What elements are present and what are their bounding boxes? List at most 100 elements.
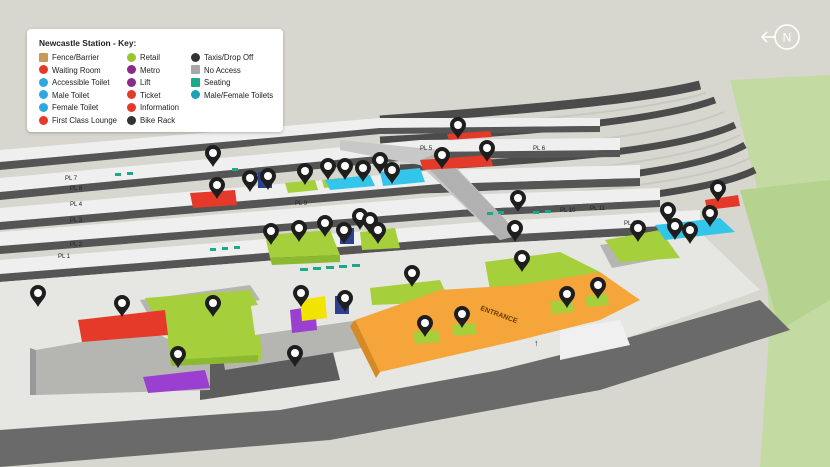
key-item: Metro (127, 65, 160, 76)
grass-embankment-2 (740, 180, 830, 330)
fence-icon (39, 52, 48, 62)
platform-label: PL 1 (58, 254, 71, 260)
key-item: Lift (127, 77, 150, 88)
lift-icon[interactable] (260, 168, 276, 190)
key-item: Retail (127, 52, 160, 63)
information-icon[interactable] (114, 295, 130, 317)
key-item-label: Information (140, 103, 180, 113)
information-icon[interactable] (507, 220, 523, 242)
retail-icon[interactable] (370, 222, 386, 244)
first-class-lounge-icon (39, 115, 48, 125)
lift-icon (127, 77, 136, 87)
key-item: Seating (191, 77, 231, 88)
retail-icon[interactable] (263, 223, 279, 245)
female-toilet-icon[interactable] (337, 158, 353, 180)
platform-label: PL 10 (560, 208, 576, 214)
retail-icon[interactable] (660, 202, 676, 224)
key-item: Female Toilet (39, 102, 99, 113)
platform-label: PL 9 (295, 201, 308, 207)
key-item-label: Seating (204, 78, 231, 88)
accessible-toilet-icon[interactable] (702, 205, 718, 227)
accessible-toilet-icon[interactable] (355, 160, 371, 182)
female-toilet-icon[interactable] (682, 222, 698, 244)
accessible-toilet-icon[interactable] (384, 162, 400, 184)
platform-label: PL 5 (420, 146, 433, 152)
no-access-icon (191, 65, 200, 75)
platform-label: PL 3 (70, 218, 83, 224)
key-item: No Access (191, 65, 241, 76)
retail-icon[interactable] (205, 295, 221, 317)
key-item: Male/Female Toilets (191, 90, 273, 101)
compass-label: N (783, 31, 792, 45)
taxi-icon (191, 52, 200, 62)
retail-icon[interactable] (317, 215, 333, 237)
male-toilet-icon (39, 90, 48, 100)
seating (115, 168, 551, 271)
retail-icon[interactable] (454, 306, 470, 328)
key-item: Accessible Toilet (39, 77, 110, 88)
key-item-label: Ticket (140, 90, 161, 100)
retail-icon[interactable] (242, 170, 258, 192)
key-item: Ticket (127, 90, 161, 101)
platform-label: PL 6 (533, 146, 546, 152)
waiting-room-icon[interactable] (434, 147, 450, 169)
ticket-icon (127, 90, 136, 100)
key-item: Information (127, 102, 180, 113)
key-item-label: Bike Rack (140, 116, 176, 125)
platform-label: PL 7 (65, 176, 78, 182)
information-icon (127, 102, 136, 112)
metro-icon[interactable] (293, 285, 309, 307)
retail-icon[interactable] (297, 163, 313, 185)
key-title: Newcastle Station - Key: (39, 38, 137, 48)
key-item: Taxis/Drop Off (191, 52, 254, 63)
key-item-label: Waiting Room (52, 65, 101, 75)
waiting-room-icon[interactable] (450, 117, 466, 139)
retail-icon[interactable] (417, 315, 433, 337)
key-item: First Class Lounge (39, 115, 118, 126)
platform-label: PL 4 (70, 202, 83, 208)
retail-icon (127, 52, 136, 62)
lift-icon[interactable] (336, 222, 352, 244)
bike-rack-icon (127, 115, 136, 125)
retail-icon[interactable] (590, 277, 606, 299)
retail-icon[interactable] (362, 212, 378, 234)
key-item: Waiting Room (39, 65, 101, 76)
key-item-label: Male Toilet (52, 90, 90, 100)
ticket-icon[interactable] (710, 180, 726, 202)
seating-icon (191, 77, 200, 87)
lift-icon[interactable] (337, 290, 353, 312)
retail-icon[interactable] (352, 208, 368, 230)
taxi-icon[interactable] (287, 345, 303, 367)
female-toilet-icon (39, 102, 48, 112)
key-item-label: Female Toilet (52, 103, 99, 113)
toilets-icon (191, 90, 200, 100)
male-toilet-icon[interactable] (372, 152, 388, 174)
key-item-label: First Class Lounge (52, 116, 118, 125)
compass-icon[interactable]: N (760, 22, 802, 52)
retail-icon[interactable] (404, 265, 420, 287)
key-item-label: No Access (204, 65, 241, 75)
bike-rack-icon[interactable] (30, 285, 46, 307)
first-class-lounge-icon[interactable] (479, 140, 495, 162)
retail-icon[interactable] (510, 190, 526, 212)
key-item: Bike Rack (127, 115, 176, 126)
key-item-label: Retail (140, 53, 160, 62)
arrow-icon: ↑ (534, 338, 539, 348)
retail-icon[interactable] (630, 220, 646, 242)
male-toilet-icon[interactable] (667, 218, 683, 240)
waiting-room-icon (39, 65, 48, 75)
retail-icon[interactable] (559, 286, 575, 308)
platform-label: PL 2 (70, 242, 83, 248)
key-item-label: Accessible Toilet (52, 78, 110, 88)
retail-icon[interactable] (514, 250, 530, 272)
retail-icon[interactable] (291, 220, 307, 242)
retail-icon[interactable] (320, 158, 336, 180)
platform-label: PL 8 (70, 186, 83, 192)
key-item-label: Taxis/Drop Off (204, 53, 254, 62)
waiting-room-icon[interactable] (209, 177, 225, 199)
waiting-room-icon[interactable] (205, 145, 221, 167)
metro-icon[interactable] (170, 346, 186, 368)
map-pins (30, 117, 726, 368)
